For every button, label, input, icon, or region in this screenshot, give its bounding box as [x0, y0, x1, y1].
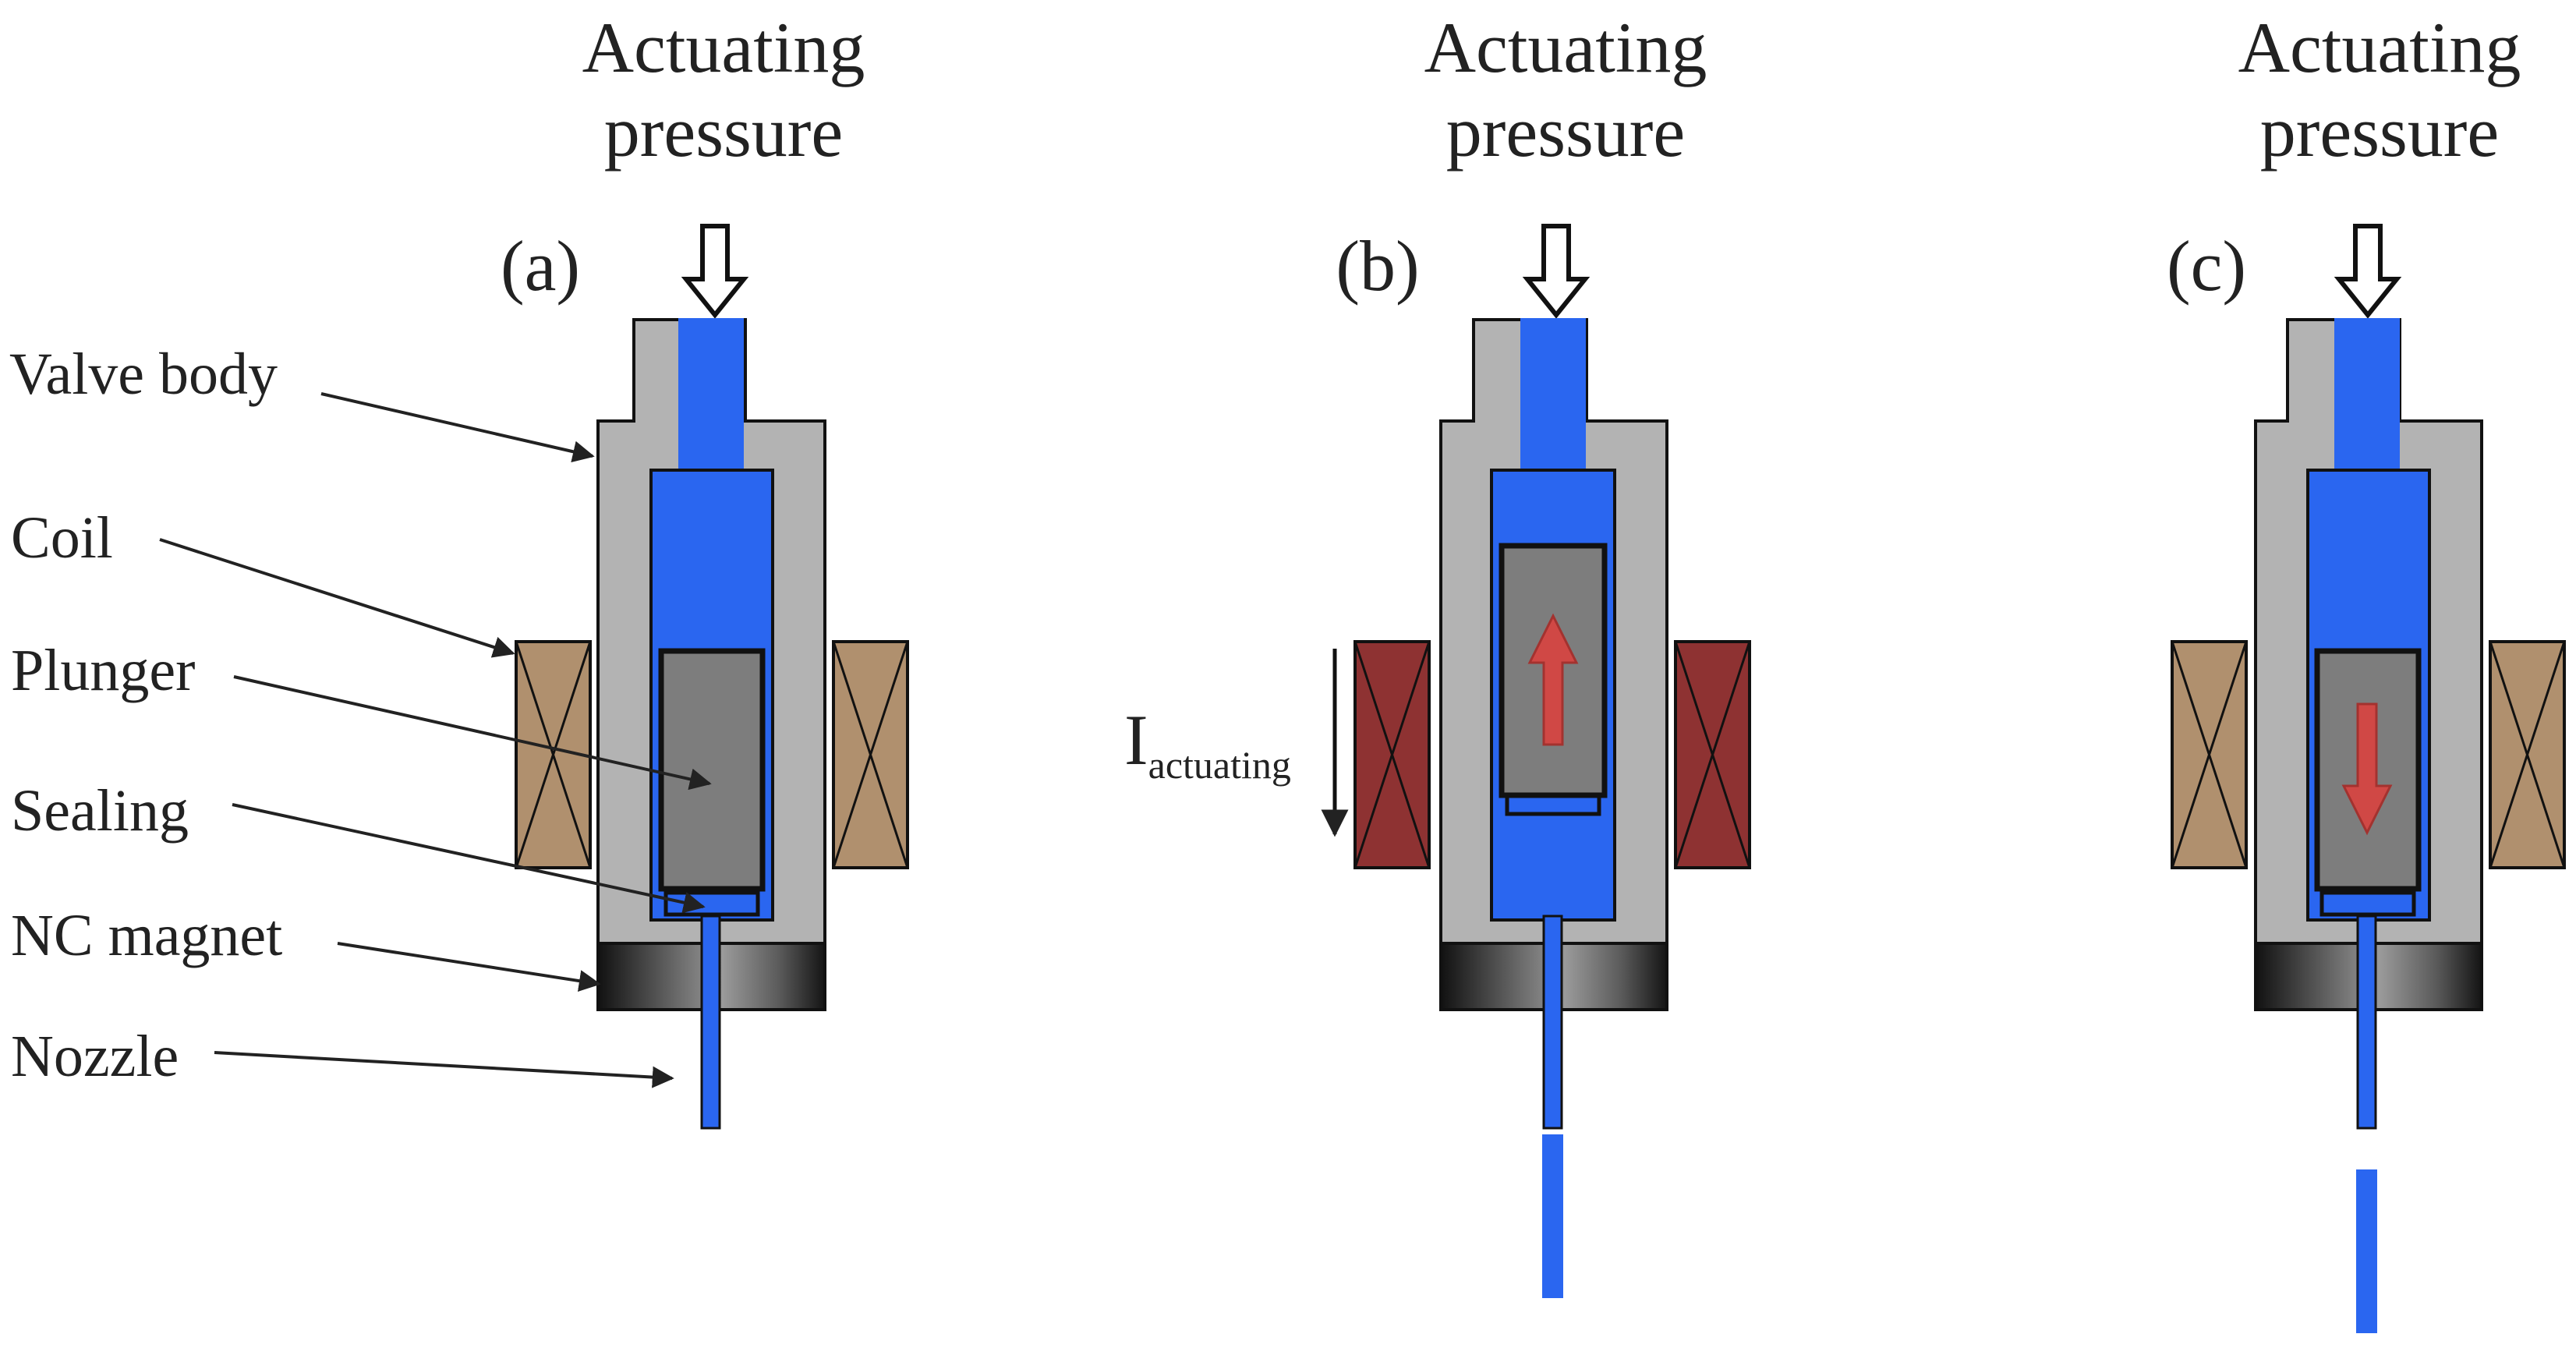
sealing	[2319, 890, 2416, 917]
label-nozzle: Nozzle	[11, 1024, 179, 1089]
inlet-channel	[2334, 318, 2400, 474]
nozzle	[1542, 915, 1563, 1130]
leader-plunger	[233, 675, 712, 791]
droplet-jet	[1542, 1134, 1563, 1298]
panel-c: Actuating pressure (c)	[2167, 8, 2566, 1333]
panel-c-tag: (c)	[2167, 226, 2246, 306]
label-plunger: Plunger	[11, 638, 195, 703]
coil-left-cross-icon	[2171, 641, 2248, 869]
callouts: Valve body Coil Plunger Sealing NC magne…	[9, 341, 712, 1089]
panel-b-heading-line1: Actuating	[1424, 8, 1707, 87]
force-arrow-down-icon	[2341, 702, 2393, 836]
panel-c-heading-line1: Actuating	[2238, 8, 2521, 87]
coil-left-cross-icon	[515, 641, 592, 869]
plunger	[658, 648, 766, 892]
label-sealing: Sealing	[11, 778, 189, 844]
inlet-channel	[678, 318, 744, 474]
inlet-channel	[1520, 318, 1586, 474]
panel-a-heading-line2: pressure	[604, 92, 844, 172]
leader-valve-body	[320, 392, 595, 462]
current-symbol: I	[1124, 700, 1148, 780]
panel-a: Actuating pressure (a)	[501, 8, 909, 1130]
panel-c-heading-line2: pressure	[2260, 92, 2500, 172]
pressure-inlet-arrow	[2334, 224, 2402, 319]
sealing	[663, 890, 760, 917]
coil-left-cross-icon	[1353, 641, 1431, 869]
leader-nc-magnet	[337, 942, 601, 992]
coil-right-cross-icon	[832, 641, 909, 869]
coil-right-cross-icon	[1674, 641, 1751, 869]
current-subscript: actuating	[1148, 743, 1291, 787]
nozzle	[2356, 915, 2377, 1130]
leader-nozzle	[214, 1051, 674, 1088]
pressure-inlet-arrow	[1522, 224, 1591, 319]
panel-a-heading-line1: Actuating	[582, 8, 865, 87]
panel-b-heading-line2: pressure	[1446, 92, 1686, 172]
panel-a-tag: (a)	[501, 226, 580, 306]
current-label: Iactuating	[1124, 700, 1291, 787]
force-arrow-up-icon	[1527, 613, 1579, 746]
nozzle	[700, 915, 721, 1130]
panel-b: Actuating pressure (b) Iactuating	[1124, 8, 1751, 1298]
label-nc-magnet: NC magnet	[11, 903, 282, 968]
droplet-jet	[2356, 1169, 2377, 1333]
leader-coil	[159, 538, 515, 658]
coil-right-cross-icon	[2489, 641, 2566, 869]
label-coil: Coil	[11, 505, 113, 571]
panel-b-tag: (b)	[1336, 226, 1419, 306]
leader-sealing	[232, 803, 706, 914]
label-valve-body: Valve body	[9, 341, 278, 407]
pressure-inlet-arrow	[681, 224, 749, 319]
